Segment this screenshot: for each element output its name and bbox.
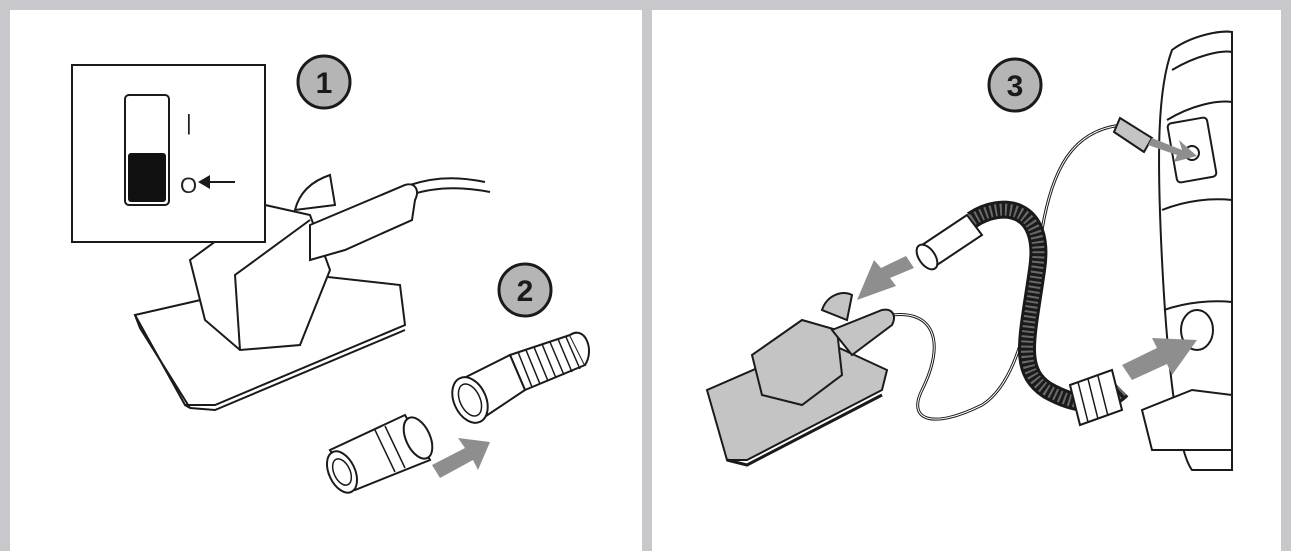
step-number-3: 3 [1007,70,1024,103]
power-switch-inset: | O [72,65,265,242]
right-panel-illustration: 3 [652,10,1281,551]
step-badge-2: 2 [499,264,551,316]
hose-rear-connector [1070,370,1122,425]
upholstery-nozzle [707,293,894,465]
power-cord [410,178,490,195]
right-panel: 3 [652,10,1281,551]
vacuum-cleaner-body [1142,32,1232,470]
step-number-2: 2 [517,275,534,308]
step-badge-3: 3 [989,59,1041,111]
step-badge-1: 1 [298,56,350,108]
connect-nozzle-arrow-icon [857,256,914,300]
power-cord [892,125,1122,419]
insert-arrow-icon [432,438,490,478]
hose-end [445,333,589,429]
step-number-1: 1 [316,67,333,100]
hose-adapter [321,413,438,497]
left-panel: | O 1 2 [10,10,642,551]
cord-plug [1114,118,1152,152]
power-switch-knob [128,153,166,202]
switch-off-label: O [180,173,197,198]
switch-on-label: | [186,110,192,135]
hose-connector [912,215,982,273]
left-panel-illustration: | O 1 2 [10,10,642,551]
